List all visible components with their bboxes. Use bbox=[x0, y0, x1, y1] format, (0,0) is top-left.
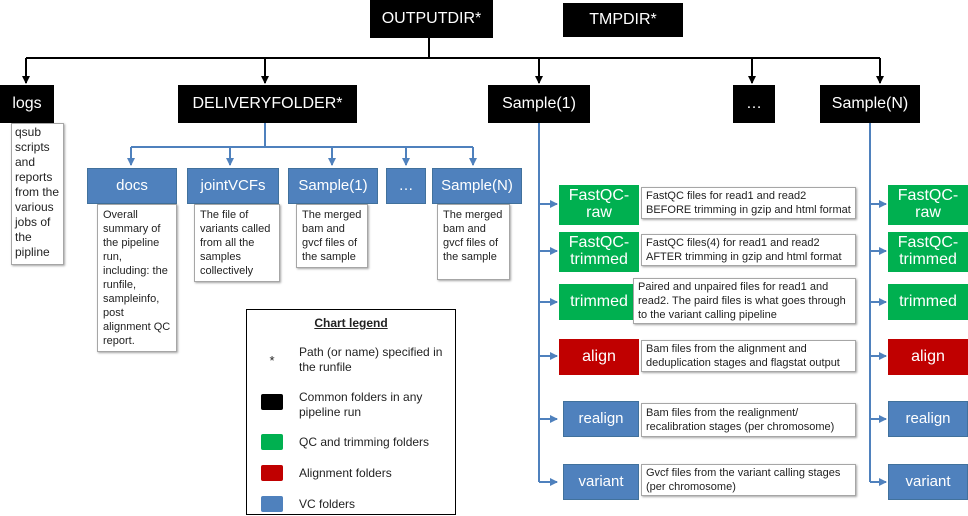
legend-label: VC folders bbox=[299, 497, 356, 511]
sampleN-fastqc-raw-folder: FastQC-raw bbox=[888, 185, 968, 225]
star-icon: * bbox=[269, 353, 275, 368]
tmpdir-node: TMPDIR* bbox=[563, 3, 683, 37]
sample1-variant-folder: variant bbox=[563, 464, 639, 500]
legend-title: Chart legend bbox=[314, 316, 388, 330]
delivery-ellipsis-node: … bbox=[386, 168, 426, 204]
delivery-sampleN-note: The merged bam and gvcf files of the sam… bbox=[437, 204, 510, 280]
sample1-realign-folder: realign bbox=[563, 401, 639, 437]
logs-note: qsub scripts and reports from the variou… bbox=[11, 123, 64, 265]
jointvcfs-node: jointVCFs bbox=[187, 168, 279, 204]
fastqc-raw-note: FastQC files for read1 and read2 BEFORE … bbox=[641, 187, 856, 219]
delivery-sample1-node: Sample(1) bbox=[288, 168, 378, 204]
legend-label: Path (or name) specified in the runfile bbox=[299, 345, 443, 374]
sampleN-node: Sample(N) bbox=[820, 85, 920, 123]
sampleN-realign-folder: realign bbox=[888, 401, 968, 437]
legend-label: QC and trimming folders bbox=[299, 435, 430, 449]
docs-note: Overall summary of the pipeline run, inc… bbox=[97, 204, 177, 352]
delivery-sample1-note: The merged bam and gvcf files of the sam… bbox=[296, 204, 368, 268]
green-swatch bbox=[261, 434, 283, 450]
sampleN-trimmed-folder: trimmed bbox=[888, 284, 968, 320]
trimmed-note: Paired and unpaired files for read1 and … bbox=[633, 278, 856, 324]
sampleN-variant-folder: variant bbox=[888, 464, 968, 500]
variant-note: Gvcf files from the variant calling stag… bbox=[641, 464, 856, 496]
legend-label: Common folders in any pipeline run bbox=[299, 390, 423, 419]
docs-node: docs bbox=[87, 168, 177, 204]
sampleN-fastqc-trimmed-folder: FastQC-trimmed bbox=[888, 232, 968, 272]
legend-label: Alignment folders bbox=[299, 466, 392, 480]
sample1-fastqc-trimmed-folder: FastQC-trimmed bbox=[559, 232, 639, 272]
deliveryfolder-node: DELIVERYFOLDER* bbox=[178, 85, 357, 123]
red-swatch bbox=[261, 465, 283, 481]
outputdir-node: OUTPUTDIR* bbox=[370, 0, 493, 38]
sampleN-align-folder: align bbox=[888, 339, 968, 375]
sample1-node: Sample(1) bbox=[488, 85, 590, 123]
logs-node: logs bbox=[0, 85, 54, 123]
ellipsis-node: … bbox=[733, 85, 775, 123]
chart-legend: Chart legend * Path (or name) specified … bbox=[246, 309, 456, 515]
sample1-align-folder: align bbox=[559, 339, 639, 375]
fastqc-trimmed-note: FastQC files(4) for read1 and read2 AFTE… bbox=[641, 234, 856, 266]
blue-swatch bbox=[261, 496, 283, 512]
align-note: Bam files from the alignment and dedupli… bbox=[641, 340, 856, 372]
jointvcfs-note: The file of variants called from all the… bbox=[194, 204, 280, 282]
black-swatch bbox=[261, 394, 283, 410]
sample1-trimmed-folder: trimmed bbox=[559, 284, 639, 320]
realign-note: Bam files from the realignment/ recalibr… bbox=[641, 403, 856, 437]
sample1-fastqc-raw-folder: FastQC-raw bbox=[559, 185, 639, 225]
delivery-sampleN-node: Sample(N) bbox=[432, 168, 522, 204]
